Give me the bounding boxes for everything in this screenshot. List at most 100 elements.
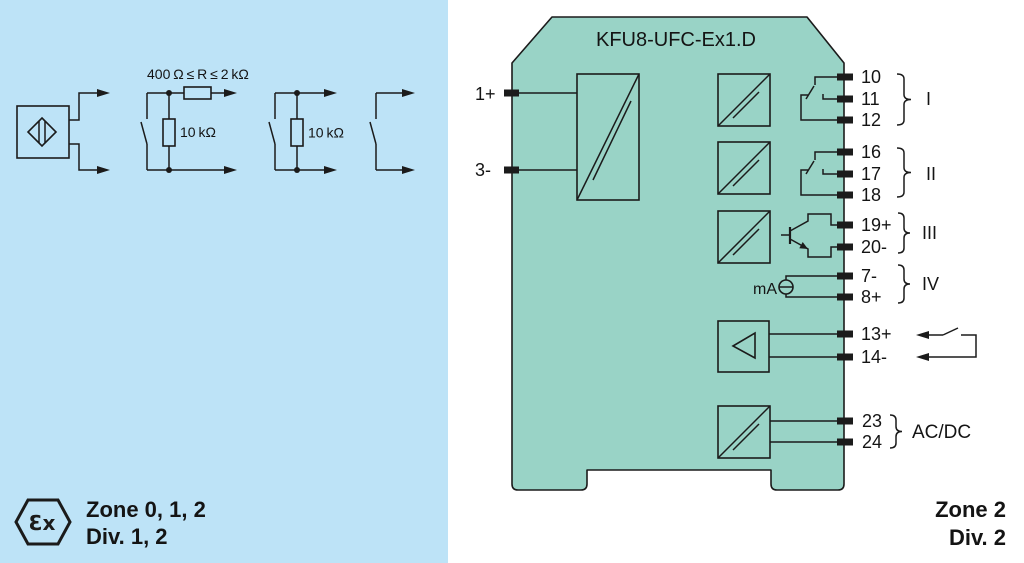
group-brace <box>896 147 912 198</box>
isolation-diagonal-icon <box>717 210 771 264</box>
terminal-stub <box>837 330 853 338</box>
junction-dot <box>294 167 300 173</box>
terminal-stub <box>837 73 853 81</box>
relay-lead-wire <box>814 76 837 85</box>
arrow-right-icon <box>324 89 337 97</box>
isolation-diagonal-icon <box>717 405 771 459</box>
switch-contact-icon <box>369 93 377 170</box>
terminal-stub <box>504 89 519 97</box>
input-option-contact <box>369 89 415 174</box>
input-terminal-block: 1+ 3- <box>475 84 577 180</box>
wire <box>376 92 403 171</box>
relay-common-wire <box>800 169 837 196</box>
output-isolation-converter-block <box>717 210 771 264</box>
terminal-label: 11 <box>861 89 880 109</box>
converter-box <box>717 73 771 127</box>
amplifier-triangle-icon <box>731 331 756 360</box>
switch-contact-icon <box>140 93 148 170</box>
group-brace <box>896 73 912 126</box>
terminal-stub <box>837 148 853 156</box>
switch-blade <box>369 121 377 145</box>
terminal-label: 18 <box>861 185 881 205</box>
terminal-stub <box>837 438 853 446</box>
arrow-right-icon <box>324 166 337 174</box>
hazardous-zone-label: Zone 0, 1, 2 <box>86 497 206 522</box>
terminal-label: 10 <box>861 67 881 87</box>
converter-box <box>717 405 771 459</box>
arrow-right-icon <box>224 89 237 97</box>
terminal-label: 3- <box>475 160 491 180</box>
power-supply-label: AC/DC <box>912 422 971 443</box>
hazardous-division-label: Div. 1, 2 <box>86 524 168 549</box>
output-group-label: I <box>926 89 931 109</box>
converter-box <box>576 73 640 201</box>
output-isolation-converter-block <box>717 73 771 127</box>
converter-box <box>717 210 771 264</box>
wire <box>769 333 837 358</box>
sensor-housing <box>16 105 70 159</box>
terminal-stub <box>837 243 853 251</box>
terminal-stub <box>837 221 853 229</box>
terminal-label: 23 <box>862 411 882 431</box>
wire <box>928 334 977 358</box>
safe-division-label: Div. 2 <box>949 525 1006 550</box>
output-group-I: 10 11 12 I <box>800 67 931 130</box>
terminal-stub <box>837 353 853 361</box>
terminal-stub <box>837 293 853 301</box>
output-group-label: II <box>926 164 936 184</box>
terminal-stub <box>837 272 853 280</box>
switch-contact-icon <box>268 93 276 170</box>
input-option-contact-with-parallel-resistor: 10 kΩ <box>268 89 344 174</box>
converter-box <box>717 141 771 195</box>
relay-lead-wire <box>814 151 837 160</box>
isolation-diagonal-icon <box>576 73 640 201</box>
terminal-stub <box>504 166 519 174</box>
terminal-label: 8+ <box>861 287 882 307</box>
wire <box>785 275 837 280</box>
switch-blade <box>942 327 959 336</box>
terminal-label: 17 <box>861 164 881 184</box>
sensor-diamond <box>26 116 58 148</box>
emitter-arrow-icon <box>799 242 808 249</box>
sensor-plates <box>38 121 46 143</box>
wire <box>69 143 98 171</box>
atex-ex-icon: Ɛx <box>14 498 72 546</box>
arrow-right-icon <box>97 89 110 97</box>
proximity-sensor-icon <box>16 105 70 159</box>
terminal-stub <box>837 191 853 199</box>
power-supply: 23 24 AC/DC <box>717 405 971 459</box>
terminal-label: 20- <box>861 237 887 257</box>
control-input: 13+ 14- <box>717 320 977 373</box>
terminal-label: 13+ <box>861 324 892 344</box>
output-isolation-converter-block <box>717 141 771 195</box>
ex-hexagon <box>14 498 72 546</box>
terminal-label: 14- <box>861 347 887 367</box>
switch-blade <box>140 121 148 145</box>
terminal-label: 24 <box>862 432 882 452</box>
wire <box>770 420 837 443</box>
ex-mark-text: Ɛx <box>29 511 56 535</box>
input-option-proximity-sensor <box>16 89 110 174</box>
device-model-title: KFU8-UFC-Ex1.D <box>596 29 756 51</box>
wire <box>69 92 98 121</box>
series-resistor-symbol <box>183 86 212 100</box>
series-resistor-range-label: 400 Ω ≤ R ≤ 2 kΩ <box>147 66 249 82</box>
switch-blade <box>268 121 276 145</box>
terminal-stub <box>837 116 853 124</box>
terminal-label: 12 <box>861 110 881 130</box>
current-unit-label: mA <box>753 281 777 298</box>
terminal-label: 7- <box>861 266 877 286</box>
relay-contact-icon <box>800 151 837 196</box>
terminal-label: 19+ <box>861 215 892 235</box>
parallel-resistor-symbol <box>290 118 304 147</box>
group-brace <box>889 414 903 449</box>
arrow-left-icon <box>916 331 929 339</box>
output-group-II: 16 17 18 II <box>800 142 936 205</box>
input-isolation-converter-block <box>576 73 640 201</box>
terminal-label: 16 <box>861 142 881 162</box>
output-group-IV: mA 7- 8+ IV <box>753 264 939 307</box>
relay-blade <box>805 85 815 100</box>
transistor-collector-wire <box>789 213 837 232</box>
relay-fixed-contact <box>822 169 837 175</box>
